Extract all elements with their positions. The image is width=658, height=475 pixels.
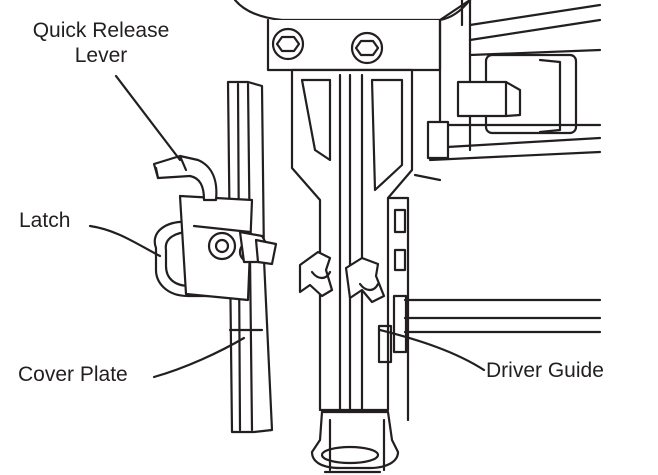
quick-release-lever-shape xyxy=(154,156,216,200)
leader-latch xyxy=(90,226,160,256)
label-latch: Latch xyxy=(19,208,70,233)
label-cover-plate: Cover Plate xyxy=(18,362,128,387)
label-quick-release-line1: Quick Release xyxy=(12,18,190,43)
label-driver-guide: Driver Guide xyxy=(486,358,604,383)
label-quick-release-line2: Lever xyxy=(12,43,190,68)
label-quick-release-lever: Quick Release Lever xyxy=(12,18,190,68)
leader-driver-guide xyxy=(380,330,484,370)
hex-screw-right xyxy=(352,33,382,63)
leader-quick-release xyxy=(116,76,180,160)
guide-hook-left xyxy=(300,252,332,296)
hex-screw-left xyxy=(273,29,303,59)
nose-tip xyxy=(312,412,398,472)
driver-guide-body xyxy=(292,70,412,420)
